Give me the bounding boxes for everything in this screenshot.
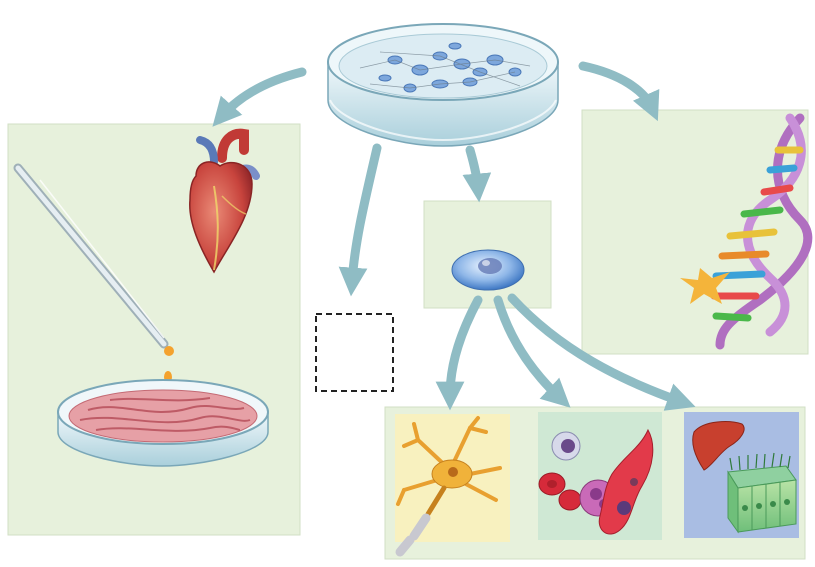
arrow-to-genetic xyxy=(583,66,652,108)
arrow-to-stem-cell xyxy=(470,150,478,188)
arrow-to-cardiac xyxy=(222,72,302,116)
muscle-culture-dish-icon xyxy=(58,380,268,466)
stem-cell-icon xyxy=(452,250,524,290)
culture-dish-icon xyxy=(328,24,558,146)
dashed-placeholder-box xyxy=(316,314,393,391)
arrow-to-neuron xyxy=(450,300,478,396)
arrow-to-placeholder xyxy=(352,148,377,282)
